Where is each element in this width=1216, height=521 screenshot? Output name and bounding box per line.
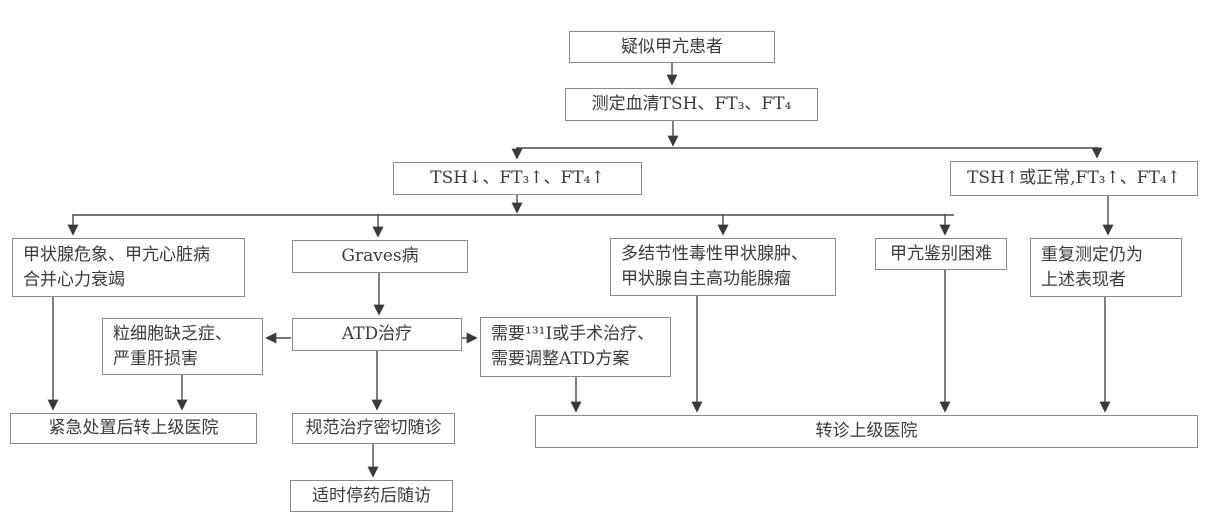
node-standard-treatment-close-followup: 规范治疗密切随诊: [292, 413, 455, 444]
node-label: 粒细胞缺乏症、: [113, 323, 232, 344]
node-tsh-low-ft3-ft4-high: TSH↓、FT₃↑、FT₄↑: [393, 162, 642, 195]
node-multinodular-toxic-goiter-adenoma: 多结节性毒性甲状腺肿、 甲状腺自主高功能腺瘤: [610, 238, 836, 296]
node-label: 需要¹³¹I或手术治疗、: [491, 324, 655, 345]
node-label: 测定血清TSH、FT₃、FT₄: [591, 94, 792, 115]
node-label: Graves病: [341, 246, 419, 267]
node-emergency-then-refer: 紧急处置后转上级医院: [10, 413, 257, 444]
node-label: 上述表现者: [1041, 269, 1126, 290]
node-label: 严重肝损害: [113, 348, 198, 369]
node-difficult-differentiation: 甲亢鉴别困难: [875, 238, 1007, 270]
node-label: 紧急处置后转上级医院: [48, 418, 219, 439]
node-label: 规范治疗密切随诊: [305, 418, 442, 439]
node-tsh-high-or-normal: TSH↑或正常,FT₃↑、FT₄↑: [950, 161, 1198, 196]
node-label: 多结节性毒性甲状腺肿、: [621, 244, 808, 265]
node-label: 甲状腺自主高功能腺瘤: [621, 269, 791, 289]
node-label: 转诊上级医院: [815, 421, 918, 442]
node-suspected-hyperthyroidism-patient: 疑似甲亢患者: [569, 31, 775, 63]
node-label: 适时停药后随访: [312, 485, 431, 506]
node-label: 疑似甲亢患者: [621, 36, 723, 57]
node-timely-withdrawal-followup: 适时停药后随访: [290, 480, 453, 512]
node-label: 合并心力衰竭: [23, 269, 125, 290]
node-label: 需要调整ATD方案: [491, 349, 630, 369]
node-agranulocytosis-liver-damage: 粒细胞缺乏症、 严重肝损害: [102, 318, 263, 375]
node-label: ATD治疗: [341, 324, 413, 345]
node-thyroid-crisis-heart-failure: 甲状腺危象、甲亢心脏病 合并心力衰竭: [12, 238, 245, 297]
node-measure-serum-tsh-ft3-ft4: 测定血清TSH、FT₃、FT₄: [565, 88, 818, 121]
node-label: 甲状腺危象、甲亢心脏病: [23, 244, 210, 265]
node-label: 甲亢鉴别困难: [890, 243, 992, 264]
node-need-131i-or-surgery-adjust-atd: 需要¹³¹I或手术治疗、 需要调整ATD方案: [480, 317, 671, 377]
node-graves-disease: Graves病: [292, 240, 468, 273]
node-label: TSH↑或正常,FT₃↑、FT₄↑: [967, 168, 1181, 189]
node-atd-treatment: ATD治疗: [292, 318, 462, 351]
node-label: 重复测定仍为: [1041, 244, 1143, 265]
node-label: TSH↓、FT₃↑、FT₄↑: [430, 168, 605, 189]
node-repeat-test-same-result: 重复测定仍为 上述表现者: [1030, 238, 1182, 297]
node-refer-to-higher-hospital: 转诊上级医院: [535, 415, 1198, 448]
